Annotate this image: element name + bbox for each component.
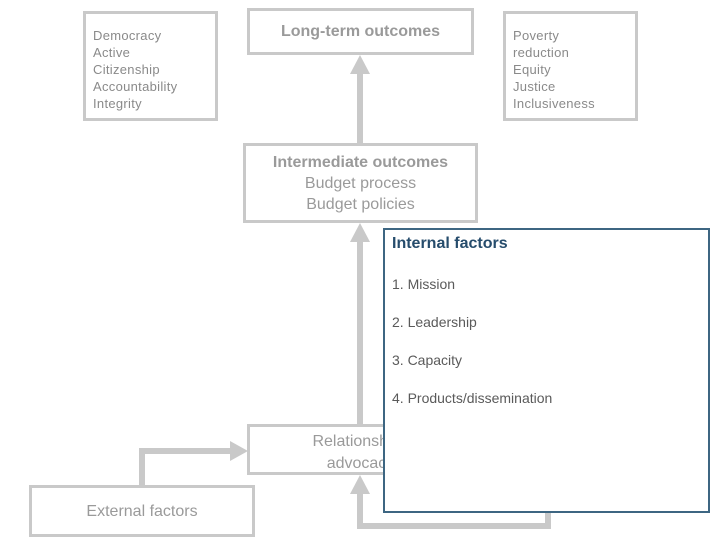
arrow-external-to-relationships bbox=[139, 448, 232, 486]
long-term-left-box: Democracy Active Citizenship Accountabil… bbox=[83, 11, 218, 121]
internal-factors-list: 1. Mission 2. Leadership 3. Capacity 4. … bbox=[392, 275, 708, 407]
external-factors-box: External factors bbox=[29, 485, 255, 537]
long-term-right-item: Inclusiveness bbox=[513, 96, 595, 111]
internal-factor-item: 4. Products/dissemination bbox=[392, 390, 553, 406]
arrowhead-relationships bbox=[230, 441, 248, 461]
long-term-left-item: Integrity bbox=[93, 96, 142, 111]
long-term-left-item: Accountability bbox=[93, 79, 178, 94]
long-term-outcomes-title: Long-term outcomes bbox=[280, 23, 441, 40]
long-term-right-item: Poverty bbox=[513, 28, 560, 43]
long-term-right-box: Poverty reduction Equity Justice Inclusi… bbox=[503, 11, 638, 121]
intermediate-outcomes-title: Intermediate outcomes bbox=[272, 154, 449, 171]
internal-factor-item: 3. Capacity bbox=[392, 352, 463, 368]
external-factors-label: External factors bbox=[86, 503, 198, 520]
arrowhead-relationships-bottom bbox=[350, 475, 370, 494]
relationships-line: advocacy bbox=[326, 455, 395, 472]
intermediate-outcomes-box: Intermediate outcomes Budget process Bud… bbox=[243, 143, 478, 223]
long-term-right-item: reduction bbox=[513, 45, 570, 60]
arrowhead-intermediate bbox=[350, 223, 370, 242]
internal-factor-item: 2. Leadership bbox=[392, 314, 477, 330]
arrowhead-long-term bbox=[350, 55, 370, 74]
long-term-left-item: Democracy bbox=[93, 28, 162, 43]
internal-factors-title: Internal factors bbox=[392, 235, 508, 252]
internal-factors-box: Internal factors 1. Mission 2. Leadershi… bbox=[383, 228, 710, 513]
long-term-left-item: Active bbox=[93, 45, 131, 60]
intermediate-outcomes-line: Budget process bbox=[304, 175, 417, 192]
long-term-right-item: Equity bbox=[513, 62, 551, 77]
arrow-internal-to-relationships bbox=[357, 492, 551, 529]
intermediate-outcomes-line: Budget policies bbox=[306, 196, 415, 213]
long-term-left-item: Citizenship bbox=[93, 62, 160, 77]
long-term-outcomes-box: Long-term outcomes bbox=[247, 8, 474, 55]
long-term-right-item: Justice bbox=[513, 79, 556, 94]
internal-factor-item: 1. Mission bbox=[392, 276, 456, 292]
